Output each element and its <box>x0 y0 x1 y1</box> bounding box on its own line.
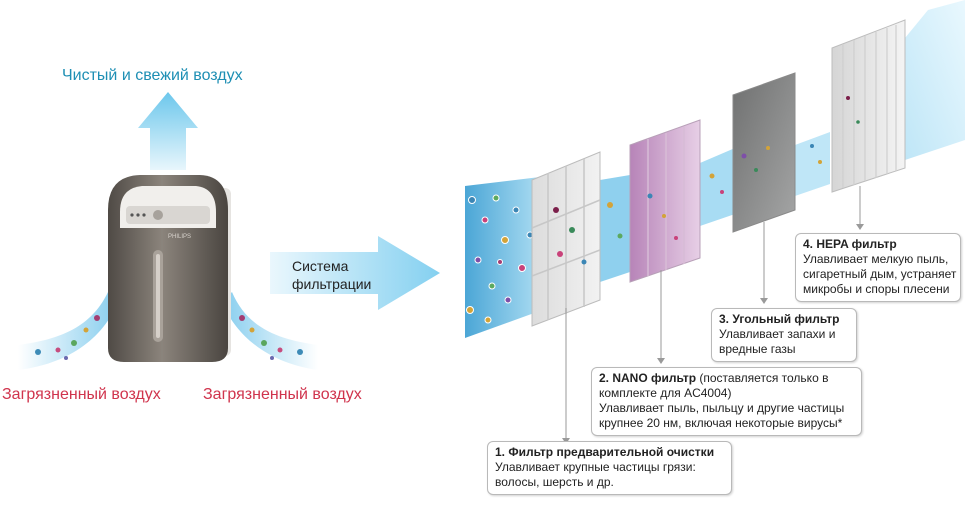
system-label-line1: Система <box>292 258 349 274</box>
filter-hepa-callout: 4. HEPA фильтр Улавливает мелкую пыль, с… <box>795 233 961 302</box>
filter-hepa-line-2: сигаретный дым, устраняет <box>803 267 957 281</box>
clean-air-label: Чистый и свежий воздух <box>62 67 243 84</box>
filter-nano-title: 2. NANO фильтр <box>599 371 697 385</box>
system-label: Система фильтрации <box>292 257 371 293</box>
dirty-air-label-right: Загрязненный воздух <box>203 386 362 403</box>
dirty-air-label-left: Загрязненный воздух <box>2 386 161 403</box>
leader-lines <box>562 186 864 444</box>
trapped-particles <box>553 96 860 265</box>
system-arrow <box>270 236 440 310</box>
device-brand: PHILIPS <box>168 234 191 240</box>
filter-nano-callout: 2. NANO фильтр (поставляется только в ко… <box>591 367 862 436</box>
dirt-particles-left <box>35 315 100 360</box>
filter-nano-line-1: комплекте для AC4004) <box>599 386 732 400</box>
filter-carbon-callout: 3. Угольный фильтр Улавливает запахи и в… <box>711 308 857 362</box>
filter-pre-callout: 1. Фильтр предварительной очистки Улавли… <box>487 441 732 495</box>
filter-pre-title: 1. Фильтр предварительной очистки <box>495 445 715 459</box>
filter-carbon-line-1: Улавливает запахи и <box>719 327 836 341</box>
hepa-filter-panel <box>831 19 906 193</box>
air-purifier-device: PHILIPS <box>108 175 231 362</box>
filter-nano-line-3: крупнее 20 нм, включая некоторые вирусы* <box>599 416 843 430</box>
air-flow-mid3 <box>795 132 830 196</box>
nano-filter-panel <box>629 119 701 283</box>
clean-air-arrow <box>138 92 198 170</box>
filter-carbon-line-2: вредные газы <box>719 342 796 356</box>
air-flow-input <box>465 176 548 338</box>
filter-pre-line-1: Улавливает крупные частицы грязи: <box>495 460 696 474</box>
dirt-particles-right <box>239 315 303 360</box>
filter-hepa-line-1: Улавливает мелкую пыль, <box>803 252 949 266</box>
filter-pre-line-2: волосы, шерсть и др. <box>495 475 614 489</box>
dirty-air-stream-right <box>222 292 318 370</box>
filter-carbon-title: 3. Угольный фильтр <box>719 312 840 326</box>
filter-hepa-line-3: микробы и споры плесени <box>803 282 950 296</box>
filter-nano-line-2: Улавливает пыль, пыльцу и другие частицы <box>599 401 845 415</box>
pre-filter-panel <box>531 151 601 327</box>
air-flow-mid1 <box>600 175 630 282</box>
air-flow-output <box>905 0 965 160</box>
dirty-air-stream-left <box>18 292 118 370</box>
filter-nano-note: (поставляется только в <box>696 371 829 385</box>
filter-hepa-title: 4. HEPA фильтр <box>803 237 897 251</box>
system-label-line2: фильтрации <box>292 276 372 292</box>
air-flow-mid2 <box>700 148 735 226</box>
carbon-filter-panel <box>732 72 796 233</box>
